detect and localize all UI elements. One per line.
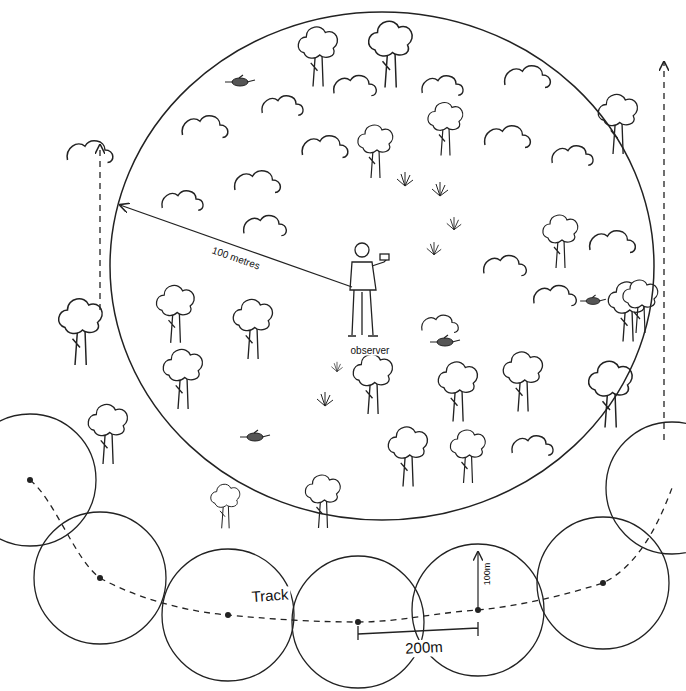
count-circles (0, 414, 686, 688)
spacing-bar (358, 622, 478, 640)
survey-circle (110, 12, 654, 520)
direction-arrow (663, 62, 664, 440)
radius-arrow (120, 205, 352, 287)
observer-figure (348, 243, 389, 336)
track-line (30, 480, 672, 622)
observer-label: observer (349, 345, 392, 356)
dimension-label: 200m (403, 639, 445, 658)
dimension-label: 100m (483, 561, 493, 588)
count-points (27, 477, 606, 625)
dimension-label: 100 metres (209, 244, 264, 272)
direction-arrow (99, 145, 100, 310)
track-label: Track (249, 586, 291, 605)
radius-arrow (477, 552, 478, 608)
